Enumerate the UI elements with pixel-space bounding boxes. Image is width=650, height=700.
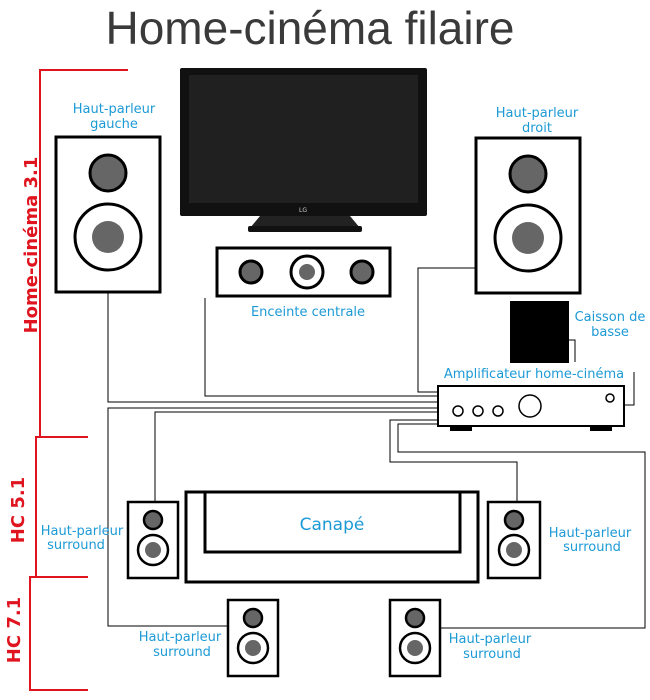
amplifier — [437, 385, 625, 431]
front-left-label-line1: Haut-parleur — [73, 102, 156, 117]
amplifier-label: Amplificateur home-cinéma — [444, 367, 624, 382]
surround-back-left-label-line2: surround — [153, 645, 211, 660]
surround-left-label-line1: Haut-parleur — [41, 524, 124, 539]
sofa — [184, 490, 480, 584]
sofa-label: Canapé — [300, 515, 365, 535]
surround-right-speaker — [486, 500, 542, 580]
bracket-hc51 — [35, 436, 88, 578]
front-right-speaker — [474, 136, 582, 295]
surround-back-right-label-line1: Haut-parleur — [449, 632, 532, 647]
bracket-label-hc31: Home-cinéma 3.1 — [21, 157, 42, 334]
subwoofer-label-line2: basse — [591, 325, 629, 340]
surround-back-left-speaker — [226, 598, 280, 678]
front-left-speaker — [54, 135, 162, 294]
page-title: Home-cinéma filaire — [105, 2, 514, 54]
front-right-label-line1: Haut-parleur — [496, 106, 579, 121]
surround-left-label-line2: surround — [47, 538, 105, 553]
surround-back-right-speaker — [388, 598, 442, 678]
front-right-label-line2: droit — [522, 121, 552, 136]
bracket-hc71 — [29, 576, 88, 691]
surround-back-left-label-line1: Haut-parleur — [139, 630, 222, 645]
surround-left-speaker — [126, 500, 180, 580]
subwoofer-label-line1: Caisson de — [575, 310, 646, 325]
surround-back-right-label-line2: surround — [463, 647, 521, 662]
center-label: Enceinte centrale — [251, 305, 365, 320]
center-speaker — [215, 246, 392, 298]
tv-brand-logo: LG — [299, 207, 307, 214]
surround-right-label-line1: Haut-parleur — [549, 526, 632, 541]
subwoofer — [510, 301, 569, 363]
front-left-label-line2: gauche — [90, 117, 138, 132]
surround-right-label-line2: surround — [563, 540, 621, 555]
television: LG — [180, 68, 427, 232]
bracket-label-hc71: HC 7.1 — [4, 597, 25, 663]
speaker-wires — [107, 267, 646, 629]
bracket-label-hc51: HC 5.1 — [8, 477, 29, 543]
